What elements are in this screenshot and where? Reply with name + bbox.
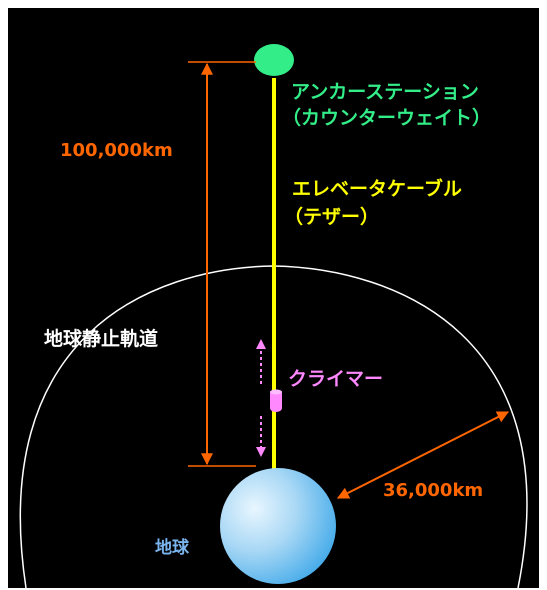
earth-shape — [220, 468, 336, 584]
earth-label: 地球 — [155, 538, 189, 558]
climber-label: クライマー — [288, 368, 384, 390]
counterweight-label: （カウンターウェイト） — [282, 107, 492, 129]
geo-orbit-label: 地球静止軌道 — [44, 328, 159, 350]
climber-top — [270, 389, 282, 395]
tether-label: （テザー） — [284, 206, 380, 228]
anchor-station-shape — [254, 44, 294, 76]
climber-shape — [270, 390, 282, 412]
anchor-station-label: アンカーステーション — [291, 81, 479, 103]
space-elevator-diagram — [19, 44, 528, 588]
distance-100000-label: 100,000km — [60, 140, 173, 161]
elevator-cable-label: エレベータケーブル — [292, 178, 462, 200]
diagram-panel: アンカーステーション （カウンターウェイト） 100,000km エレベータケー… — [8, 8, 539, 588]
distance-36000-arrow — [336, 411, 510, 499]
distance-36000-label: 36,000km — [383, 480, 484, 501]
